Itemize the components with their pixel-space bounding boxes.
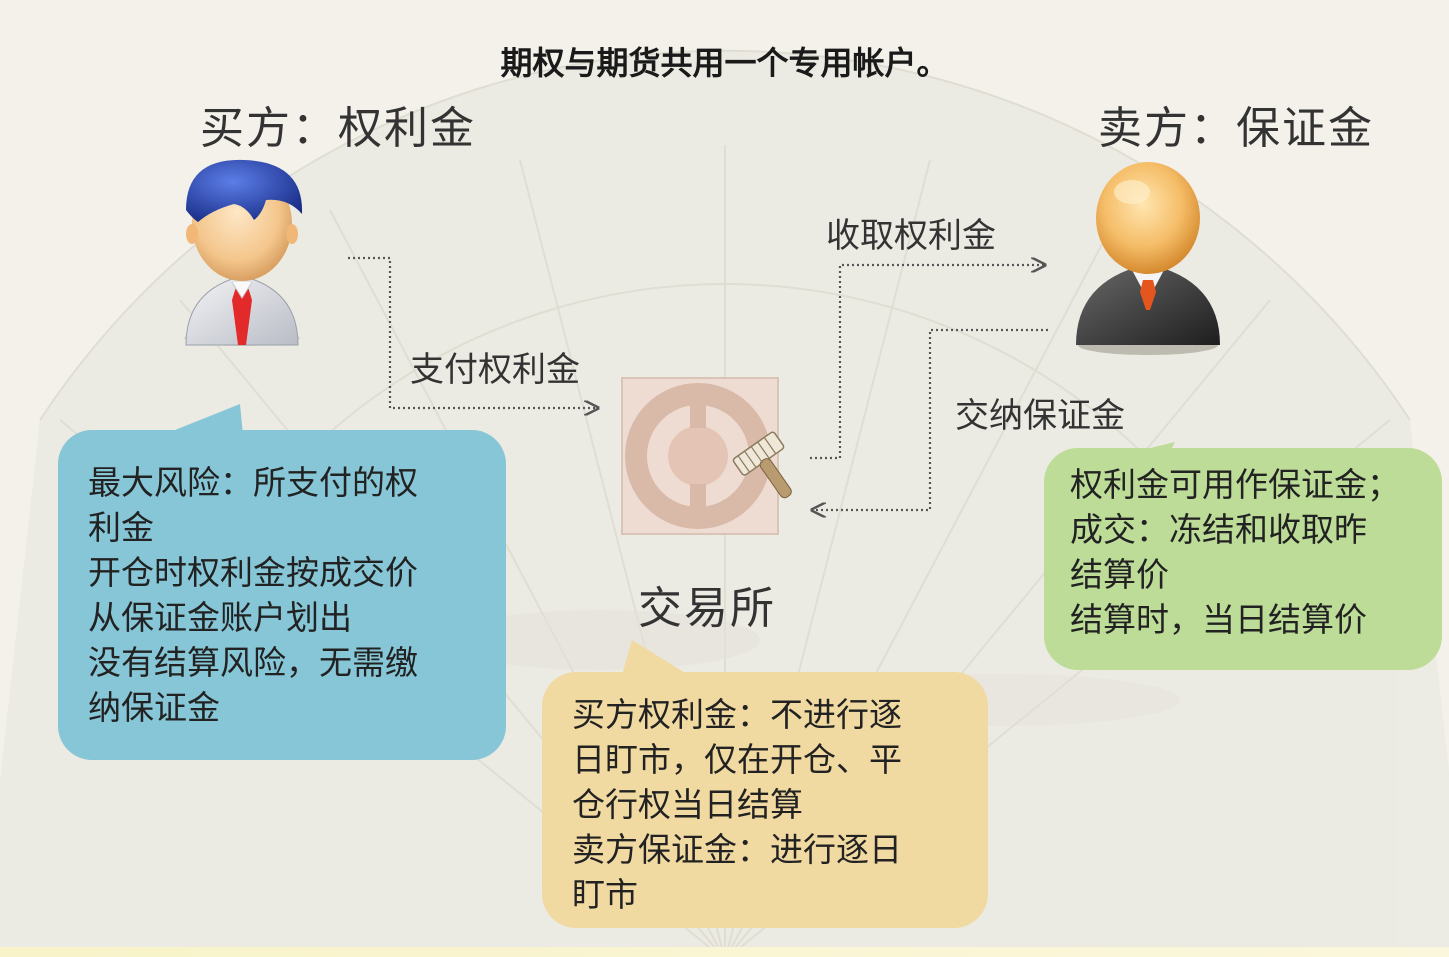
seller-note-line: 成交：冻结和收取昨 <box>1070 510 1367 549</box>
exchange-logo <box>621 377 792 535</box>
seller-note-line: 结算价 <box>1070 555 1169 594</box>
exchange-note-line: 日盯市，仅在开仓、平 <box>572 740 902 779</box>
pay-premium-label: 支付权利金 <box>410 350 580 390</box>
arrow-deposit-margin <box>812 328 1048 510</box>
exchange-note-line: 盯市 <box>572 875 638 914</box>
exchange-note-line: 卖方保证金：进行逐日 <box>572 830 902 869</box>
exchange-label: 交易所 <box>638 583 776 634</box>
buyer-note-line: 开仓时权利金按成交价 <box>88 553 418 592</box>
buyer-note-line: 从保证金账户划出 <box>88 598 352 637</box>
buyer-role-label: 买方：权利金 <box>200 103 476 154</box>
collect-premium-label: 收取权利金 <box>826 216 996 256</box>
buyer-note-line: 利金 <box>88 508 154 547</box>
buyer-note: 最大风险：所支付的权 利金 开仓时权利金按成交价 从保证金账户划出 没有结算风险… <box>58 430 506 760</box>
seller-note: 权利金可用作保证金； 成交：冻结和收取昨 结算价 结算时，当日结算价 <box>1044 448 1442 670</box>
bottom-bar <box>0 947 1449 957</box>
deposit-margin-label: 交纳保证金 <box>955 396 1125 436</box>
exchange-note-line: 仓行权当日结算 <box>572 785 803 824</box>
seller-note-line: 权利金可用作保证金； <box>1070 465 1400 504</box>
seller-role-label: 卖方：保证金 <box>1098 103 1374 154</box>
buyer-note-line: 没有结算风险，无需缴 <box>88 643 418 682</box>
exchange-note-tail <box>620 640 700 682</box>
exchange-note-line: 买方权利金：不进行逐 <box>572 695 902 734</box>
exchange-note: 买方权利金：不进行逐 日盯市，仅在开仓、平 仓行权当日结算 卖方保证金：进行逐日… <box>542 672 988 928</box>
buyer-avatar <box>184 159 303 346</box>
buyer-note-line: 纳保证金 <box>88 688 220 727</box>
buyer-note-line: 最大风险：所支付的权 <box>88 463 418 502</box>
seller-avatar <box>1076 162 1220 355</box>
seller-note-line: 结算时，当日结算价 <box>1070 600 1367 639</box>
arrow-collect-premium <box>810 265 1045 460</box>
page-title: 期权与期货共用一个专用帐户。 <box>500 44 949 82</box>
arrow-pay-premium <box>348 256 598 408</box>
